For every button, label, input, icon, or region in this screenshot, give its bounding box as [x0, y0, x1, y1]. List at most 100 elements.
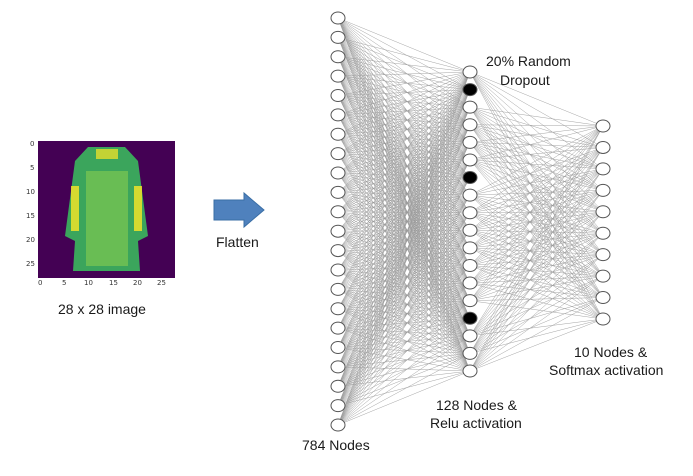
edge-hidden-output: [469, 212, 604, 298]
edge-hidden-output: [469, 275, 604, 284]
input-node: [330, 147, 346, 161]
edge-input-hidden: [337, 124, 471, 367]
edge-hidden-output: [469, 168, 604, 372]
edge-input-hidden: [337, 159, 471, 329]
edge-hidden-output: [469, 230, 604, 277]
edge-input-hidden: [337, 247, 471, 387]
edge-input-hidden: [337, 89, 471, 309]
hidden-node: [462, 135, 478, 149]
edge-input-hidden: [337, 212, 471, 368]
edge-input-hidden: [337, 71, 471, 387]
edge-hidden-output: [469, 230, 604, 298]
edge-hidden-output: [469, 71, 604, 148]
edge-input-hidden: [337, 89, 471, 329]
network-nodes: [330, 11, 611, 432]
edge-hidden-output: [469, 147, 604, 266]
edge-hidden-output: [469, 168, 604, 354]
y-tick-label: 10: [26, 188, 35, 196]
edge-input-hidden: [337, 230, 471, 387]
hidden-layer-label-line2: Relu activation: [430, 415, 522, 431]
edge-input-hidden: [337, 124, 471, 271]
edge-input-hidden: [337, 335, 471, 406]
edge-hidden-output: [469, 190, 604, 354]
edge-hidden-output: [469, 125, 604, 231]
edge-input-hidden: [337, 107, 471, 387]
y-tick-label: 20: [26, 236, 35, 244]
edge-hidden-output: [469, 194, 604, 298]
edge-input-hidden: [337, 124, 471, 406]
edge-input-hidden: [337, 370, 471, 406]
edge-hidden-output: [469, 125, 604, 196]
edge-input-hidden: [337, 71, 471, 135]
x-tick-label: 10: [84, 279, 93, 287]
edge-hidden-output: [469, 147, 604, 301]
hidden-node: [462, 100, 478, 114]
edge-input-hidden: [337, 75, 471, 90]
dress-highlight: [86, 171, 128, 266]
hidden-node: [462, 153, 478, 167]
edge-hidden-output: [469, 265, 604, 320]
right-arrow-icon: [213, 191, 265, 229]
edge-input-hidden: [337, 124, 471, 348]
edge-hidden-output: [469, 168, 604, 336]
edge-input-hidden: [337, 142, 471, 271]
edge-hidden-output: [469, 190, 604, 213]
input-node: [330, 108, 346, 122]
network-edges: [337, 17, 604, 426]
output-layer-label-line2: Softmax activation: [549, 362, 664, 378]
edge-hidden-output: [469, 147, 604, 213]
edge-hidden-output: [469, 318, 604, 354]
edge-input-hidden: [337, 177, 471, 426]
edge-input-hidden: [337, 124, 471, 290]
edge-input-hidden: [337, 265, 471, 426]
edge-input-hidden: [337, 194, 471, 387]
edge-hidden-output: [469, 71, 604, 277]
hidden-node: [462, 329, 478, 343]
edge-hidden-output: [469, 71, 604, 127]
edge-hidden-output: [469, 194, 604, 255]
edge-hidden-output: [469, 194, 604, 277]
edge-input-hidden: [337, 142, 471, 329]
dropout-label-line2: Dropout: [500, 72, 550, 88]
edge-hidden-output: [469, 159, 604, 277]
edge-input-hidden: [337, 71, 471, 271]
edge-input-hidden: [337, 71, 471, 212]
edge-input-hidden: [337, 89, 471, 232]
output-node: [595, 119, 611, 133]
dress-sleeve-left: [71, 186, 79, 231]
output-node: [595, 183, 611, 197]
input-layer-label: 784 Nodes: [302, 437, 370, 453]
edge-input-hidden: [337, 142, 471, 387]
edge-input-hidden: [337, 71, 471, 329]
input-node: [330, 340, 346, 354]
output-node: [595, 248, 611, 262]
edge-input-hidden: [337, 142, 471, 348]
edge-hidden-output: [469, 230, 604, 320]
edge-hidden-output: [469, 212, 604, 277]
edge-input-hidden: [337, 230, 471, 309]
edge-input-hidden: [337, 194, 471, 367]
edge-hidden-output: [469, 125, 604, 213]
edge-input-hidden: [337, 177, 471, 290]
edge-hidden-output: [469, 190, 604, 284]
input-node: [330, 399, 346, 413]
dropout-label-line1: 20% Random: [486, 53, 571, 69]
edge-input-hidden: [337, 89, 471, 387]
edge-input-hidden: [337, 107, 471, 329]
edge-input-hidden: [337, 177, 471, 348]
hidden-node: [462, 223, 478, 237]
edge-hidden-output: [469, 125, 604, 161]
edge-input-hidden: [337, 124, 471, 426]
edge-hidden-output: [469, 233, 604, 266]
edge-input-hidden: [337, 142, 471, 367]
input-node: [330, 11, 346, 25]
flatten-label: Flatten: [216, 234, 259, 250]
edge-input-hidden: [337, 194, 471, 309]
edge-input-hidden: [337, 89, 471, 348]
input-node: [330, 205, 346, 219]
edge-input-hidden: [337, 107, 471, 348]
edge-hidden-output: [469, 212, 604, 320]
edge-input-hidden: [337, 195, 471, 426]
edge-input-hidden: [337, 37, 471, 213]
